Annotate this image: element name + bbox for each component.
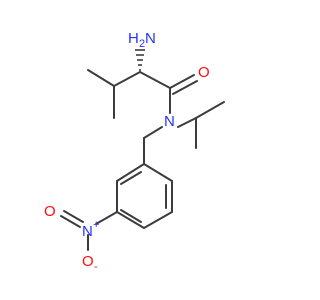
bond	[139, 71, 171, 89]
bond	[143, 211, 173, 229]
atom-carbonyl-oxygen: O	[198, 64, 210, 81]
bond	[95, 211, 118, 225]
atom-amide-nitrogen: N	[164, 113, 175, 130]
molecule-structure: H 2 N O N N + O O -	[44, 30, 225, 273]
atom-nitro-o-charge: -	[94, 261, 98, 273]
bond	[143, 163, 173, 182]
bond	[116, 163, 145, 182]
atom-nh2-h: H	[128, 30, 139, 47]
bond	[116, 211, 145, 229]
atom-nh2-n: N	[145, 30, 156, 47]
bond	[195, 101, 225, 119]
atom-nitro-o: O	[82, 253, 94, 270]
bond	[113, 71, 141, 87]
atom-nitro-n: N	[82, 223, 93, 240]
atom-nh2-sub: 2	[139, 38, 145, 50]
bond	[63, 210, 84, 223]
atom-nitro-nitrogen: N +	[82, 219, 99, 240]
bond	[120, 171, 142, 185]
bond	[143, 126, 163, 139]
bonds	[60, 69, 225, 251]
atom-nitro-n-charge: +	[93, 219, 99, 231]
bond	[87, 69, 115, 87]
bond	[169, 74, 195, 89]
atom-nitro-oxygen-minus: O -	[82, 253, 98, 273]
bond	[120, 209, 142, 223]
bond	[60, 215, 81, 228]
bond	[172, 80, 198, 95]
atom-nitro-oxygen-double: O	[44, 203, 56, 220]
hashed-wedge-bond	[135, 49, 145, 71]
atom-nh2: H 2 N	[128, 30, 156, 50]
bond	[177, 117, 197, 128]
